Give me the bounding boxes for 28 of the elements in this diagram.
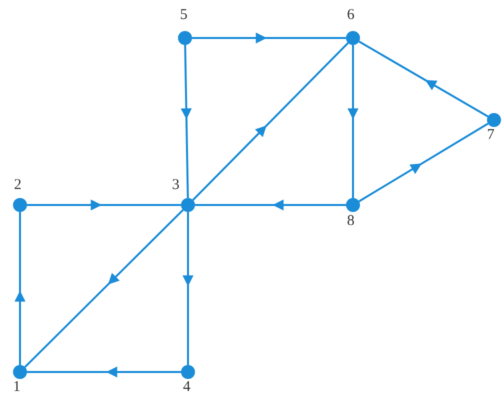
vertex-dot bbox=[178, 31, 192, 45]
vertex-label: 7 bbox=[487, 128, 494, 143]
arrow bbox=[180, 44, 192, 198]
vertex-label: 2 bbox=[14, 178, 22, 193]
arrow bbox=[182, 212, 194, 365]
vertex-label: 1 bbox=[13, 380, 20, 395]
arrow bbox=[192, 42, 349, 201]
vertex-dot bbox=[346, 198, 360, 212]
vertex-dot bbox=[13, 198, 27, 212]
arrow bbox=[192, 32, 346, 44]
vertex-dot bbox=[487, 113, 501, 127]
arrow bbox=[358, 122, 489, 202]
vertex-dot bbox=[346, 31, 360, 45]
arrow bbox=[14, 212, 26, 365]
arrow bbox=[195, 200, 346, 210]
arrow bbox=[24, 209, 184, 368]
vertex-label: 5 bbox=[180, 8, 188, 23]
arrow bbox=[27, 200, 181, 210]
vertex-label: 8 bbox=[347, 214, 354, 229]
vertex-label: 6 bbox=[347, 8, 354, 23]
vertex-dot bbox=[13, 365, 27, 379]
vertex-dot bbox=[181, 365, 195, 379]
arrow bbox=[27, 366, 181, 378]
vertex-label: 4 bbox=[183, 380, 190, 395]
arrow bbox=[348, 45, 358, 198]
vertex-label: 3 bbox=[172, 178, 180, 193]
vertex-dot bbox=[181, 198, 195, 212]
arrow bbox=[358, 40, 488, 118]
